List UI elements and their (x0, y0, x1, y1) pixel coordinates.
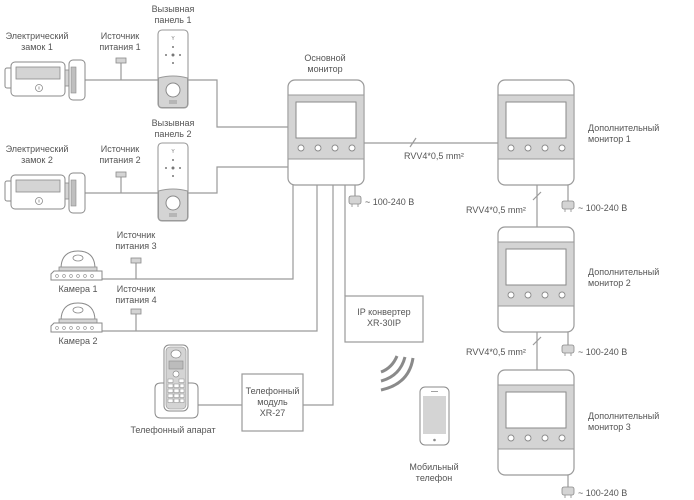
cordless-phone-icon (154, 344, 199, 419)
wireless-signal-icon (380, 355, 415, 392)
label-line: Дополнительный (588, 123, 660, 133)
label-line: Источник (100, 144, 140, 154)
label-line: Источник (116, 230, 156, 240)
label-line: питания 2 (99, 155, 141, 165)
label-line: Вызывная (151, 4, 195, 14)
wire-main-camera2 (101, 184, 318, 332)
monitor1-label: Дополнительный монитор 1 (588, 123, 659, 145)
label-line: Основной (304, 53, 346, 63)
camera2-label: Камера 2 (58, 336, 98, 346)
power-plug-icon (348, 195, 362, 208)
electric-lock-icon (4, 59, 86, 101)
wire-panel1-main (188, 79, 288, 128)
phone-module-box (241, 373, 304, 432)
label-line: Мобильный (409, 462, 459, 472)
psu1-label: Источник питания 1 (99, 31, 140, 53)
call-panel-icon (157, 142, 189, 222)
power-supply-icon (115, 171, 127, 178)
lock1-label: Электрический замок 1 (6, 31, 69, 53)
lock2-label: Электрический замок 2 (6, 144, 69, 166)
wire-main-phone-module (303, 184, 334, 406)
dome-camera-icon (50, 302, 103, 333)
power-plug-icon (561, 344, 575, 357)
label-line: панель 2 (154, 129, 192, 139)
label-line: монитор 3 (588, 422, 631, 432)
desk-phone-label: Телефонный апарат (130, 425, 216, 435)
label-line: Электрический (5, 144, 69, 154)
ip-converter-label: IP конвертер XR-30IP (345, 307, 423, 329)
cable-label-main-m1: RVV4*0,5 mm² (404, 151, 464, 161)
label-line: телефон (415, 473, 453, 483)
label-line: XR-30IP (366, 318, 401, 328)
panel2-label: Вызывная панель 2 (152, 118, 195, 140)
psu4-label: Источник питания 4 (115, 284, 156, 306)
wire-main-camera1 (101, 184, 294, 280)
power-plug-icon (561, 200, 575, 213)
wire-panel2-main (188, 166, 288, 194)
label-line: Телефонный (245, 386, 300, 396)
label-line: питания 4 (115, 295, 157, 305)
dome-camera-icon (50, 250, 103, 281)
power-supply-icon (130, 257, 142, 264)
cable-label-m1-m2: RVV4*0,5 mm² (466, 205, 526, 215)
label-line: замок 1 (21, 42, 53, 52)
call-panel-icon (157, 29, 189, 109)
label-line: Вызывная (151, 118, 195, 128)
label-line: Дополнительный (588, 267, 660, 277)
label-line: питания 1 (99, 42, 141, 52)
power-label-m3: ~ 100-240 В (578, 488, 628, 498)
monitor-icon (497, 226, 575, 333)
power-label-main: ~ 100-240 В (365, 197, 415, 207)
monitor-icon (497, 79, 575, 186)
label-line: модуль (257, 397, 288, 407)
monitor2-label: Дополнительный монитор 2 (588, 267, 659, 289)
smartphone-icon (419, 386, 450, 446)
label-line: замок 2 (21, 155, 53, 165)
monitor-icon (287, 79, 365, 186)
ip-converter-box (344, 295, 424, 343)
label-line: Дополнительный (588, 411, 660, 421)
phone-module-label: Телефонный модуль XR-27 (242, 386, 303, 419)
label-line: Источник (100, 31, 140, 41)
label-line: питания 3 (115, 241, 157, 251)
label-line: Электрический (5, 31, 69, 41)
power-supply-icon (115, 57, 127, 64)
camera1-label: Камера 1 (58, 284, 98, 294)
wires (84, 63, 569, 487)
electric-lock-icon (4, 172, 86, 214)
monitor3-label: Дополнительный монитор 3 (588, 411, 659, 433)
label-line: монитор 2 (588, 278, 631, 288)
power-supply-icon (130, 308, 142, 315)
label-line: панель 1 (154, 15, 192, 25)
mobile-label: Мобильный телефон (409, 462, 458, 484)
psu3-label: Источник питания 3 (115, 230, 156, 252)
monitor-icon (497, 369, 575, 476)
label-line: IP конвертер (357, 307, 411, 317)
power-label-m1: ~ 100-240 В (578, 203, 628, 213)
panel1-label: Вызывная панель 1 (152, 4, 195, 26)
main-monitor-label: Основной монитор (304, 53, 345, 75)
power-label-m2: ~ 100-240 В (578, 347, 628, 357)
label-line: монитор (307, 64, 343, 74)
cable-label-m2-m3: RVV4*0,5 mm² (466, 347, 526, 357)
power-plug-icon (561, 486, 575, 499)
label-line: монитор 1 (588, 134, 631, 144)
label-line: Источник (116, 284, 156, 294)
label-line: XR-27 (259, 408, 286, 418)
psu2-label: Источник питания 2 (99, 144, 140, 166)
